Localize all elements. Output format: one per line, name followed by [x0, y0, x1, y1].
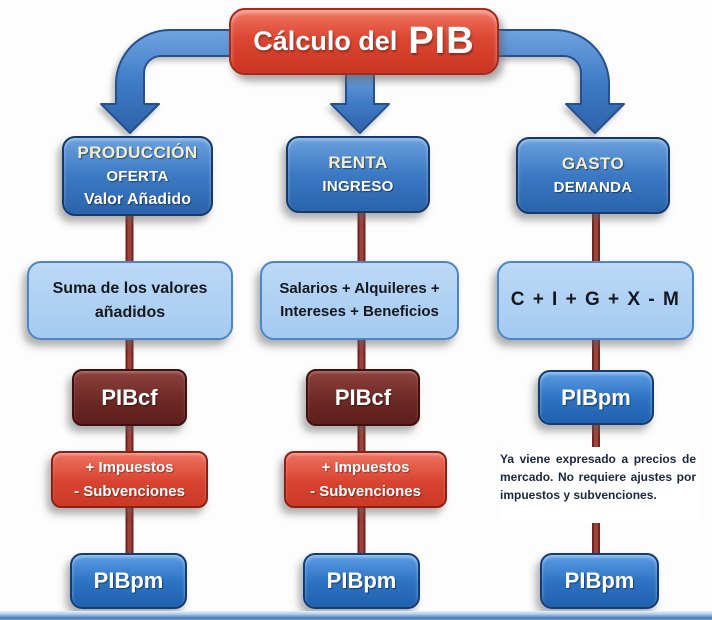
- header-produccion-line3: Valor Añadido: [84, 190, 191, 208]
- pibcf-renta-label: PIBcf: [334, 384, 392, 410]
- adjustment-node-produccion: + Impuestos - Subvenciones: [51, 451, 208, 508]
- pibpm-initial-node-gasto: PIBpm: [538, 370, 654, 425]
- pibpm-node-renta: PIBpm: [303, 553, 420, 609]
- note-gasto-text: Ya viene expresado a precios de mercado.…: [500, 452, 696, 502]
- pibcf-produccion-label: PIBcf: [101, 384, 158, 410]
- formula-node-renta: Salarios + Alquileres + Intereses + Bene…: [260, 261, 459, 340]
- middle-down-arrow-icon: [330, 71, 390, 134]
- adjustment-renta-line1: + Impuestos: [321, 459, 410, 477]
- header-node-gasto: GASTO DEMANDA: [516, 137, 670, 214]
- adjustment-produccion-line1: + Impuestos: [85, 459, 174, 477]
- formula-node-gasto: C + I + G + X - M: [497, 261, 694, 340]
- header-node-renta: RENTA INGRESO: [286, 136, 430, 213]
- formula-renta-text: Salarios + Alquileres + Intereses + Bene…: [279, 280, 440, 320]
- adjustment-node-renta: + Impuestos - Subvenciones: [284, 451, 447, 508]
- pibcf-node-produccion: PIBcf: [72, 369, 187, 426]
- title-highlight: PIB: [408, 20, 475, 62]
- pibpm-initial-gasto-label: PIBpm: [561, 384, 631, 410]
- adjustment-renta-line2: - Subvenciones: [310, 482, 421, 500]
- pibpm-gasto-label: PIBpm: [564, 568, 635, 593]
- note-gasto: Ya viene expresado a precios de mercado.…: [498, 447, 698, 523]
- right-curved-arrow-icon: [495, 29, 625, 134]
- formula-gasto-text: C + I + G + X - M: [510, 289, 681, 311]
- header-produccion-line2: OFERTA: [106, 167, 169, 185]
- pibpm-produccion-label: PIBpm: [93, 568, 164, 593]
- title-text: Cálculo del: [253, 26, 398, 56]
- adjustment-produccion-line2: - Subvenciones: [74, 482, 185, 500]
- pibcf-node-renta: PIBcf: [306, 369, 420, 426]
- pibpm-renta-label: PIBpm: [326, 568, 397, 593]
- formula-node-produccion: Suma de los valores añadidos: [27, 261, 233, 340]
- header-renta-line2: INGRESO: [322, 177, 394, 195]
- header-gasto-line2: DEMANDA: [553, 178, 633, 196]
- header-gasto-line1: GASTO: [561, 154, 625, 174]
- formula-produccion-text: Suma de los valores añadidos: [52, 279, 208, 321]
- header-produccion-line1: PRODUCCIÓN: [77, 143, 198, 163]
- pibpm-node-gasto: PIBpm: [540, 553, 659, 609]
- pibpm-node-produccion: PIBpm: [70, 553, 187, 609]
- left-curved-arrow-icon: [100, 29, 233, 134]
- title-node: Cálculo del PIB: [229, 8, 499, 75]
- bottom-accent-bar: [0, 611, 712, 620]
- header-renta-line1: RENTA: [328, 153, 388, 173]
- header-node-produccion: PRODUCCIÓN OFERTA Valor Añadido: [62, 136, 213, 216]
